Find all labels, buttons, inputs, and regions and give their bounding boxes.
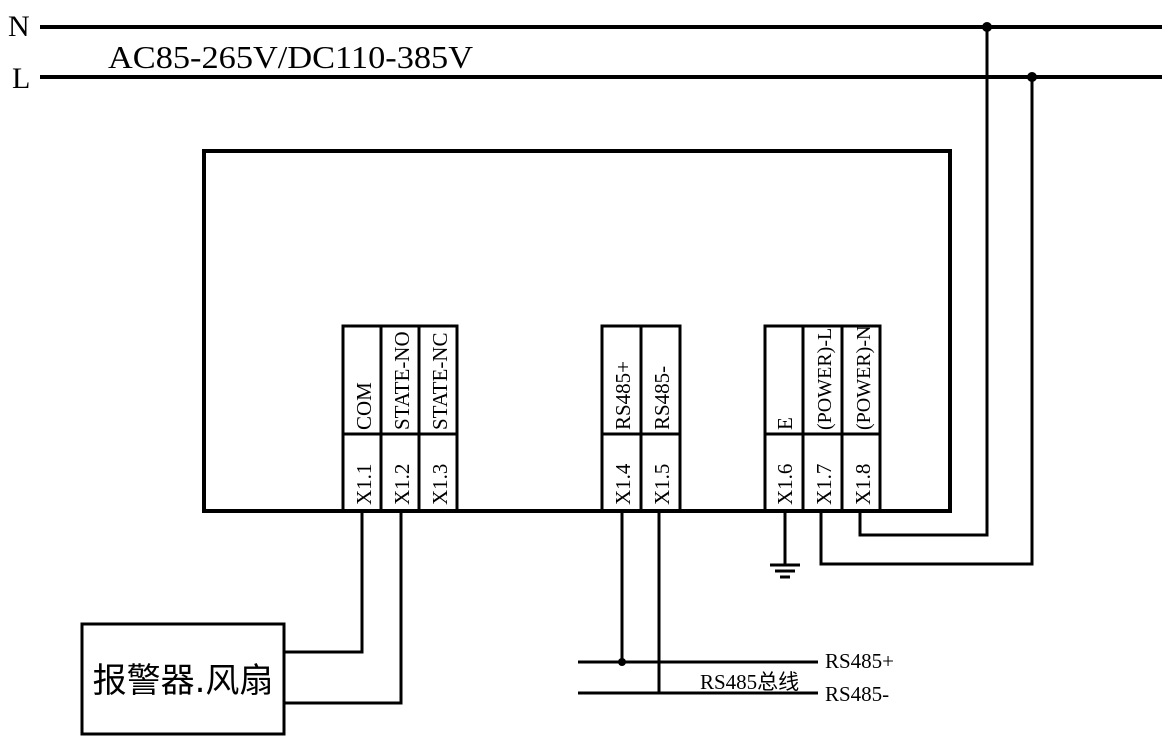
bus-label: RS485总线 <box>700 670 799 694</box>
n-label: N <box>8 10 30 43</box>
terminal-id-x1-6: X1.6 <box>773 464 797 505</box>
terminal-id-x1-2: X1.2 <box>390 464 414 505</box>
junction-dot <box>618 658 626 666</box>
alarm-fan-label: 报警器.风扇 <box>93 661 274 701</box>
terminal-signal-x1-3: STATE-NC <box>428 333 452 430</box>
l-label: L <box>12 62 30 95</box>
terminal-block-rs485 <box>600 324 682 513</box>
terminal-signal-x1-2: STATE-NO <box>390 331 414 430</box>
terminal-signal-x1-5: RS485- <box>650 366 674 430</box>
bus-plus-label: RS485+ <box>825 649 894 673</box>
terminal-id-x1-1: X1.1 <box>352 464 376 505</box>
voltage-label: AC85-265V/DC110-385V <box>108 39 473 75</box>
terminal-id-x1-8: X1.8 <box>851 464 875 505</box>
junction-dot <box>1027 72 1037 82</box>
bus-minus-label: RS485- <box>825 682 889 706</box>
terminal-signal-x1-7: (POWER)-L <box>814 328 836 430</box>
wire-no-to-alarm <box>284 511 403 705</box>
terminal-signal-x1-4: RS485+ <box>611 361 635 430</box>
ground-symbol <box>770 563 800 579</box>
wire-power-n <box>858 27 989 537</box>
alarm-fan-device <box>80 622 286 736</box>
terminal-signal-x1-8: (POWER)-N <box>853 326 875 430</box>
terminal-id-x1-7: X1.7 <box>812 464 836 505</box>
junction-dot <box>982 22 992 32</box>
terminal-id-x1-5: X1.5 <box>650 464 674 505</box>
device-enclosure <box>202 149 952 513</box>
terminal-block-power <box>763 324 882 513</box>
terminal-id-x1-4: X1.4 <box>611 463 635 505</box>
terminal-signal-x1-1: COM <box>352 382 376 430</box>
wire-com-to-alarm <box>284 511 364 654</box>
wire-power-l <box>819 77 1034 566</box>
terminal-signal-x1-6: E <box>773 417 797 430</box>
terminal-id-x1-3: X1.3 <box>428 464 452 505</box>
